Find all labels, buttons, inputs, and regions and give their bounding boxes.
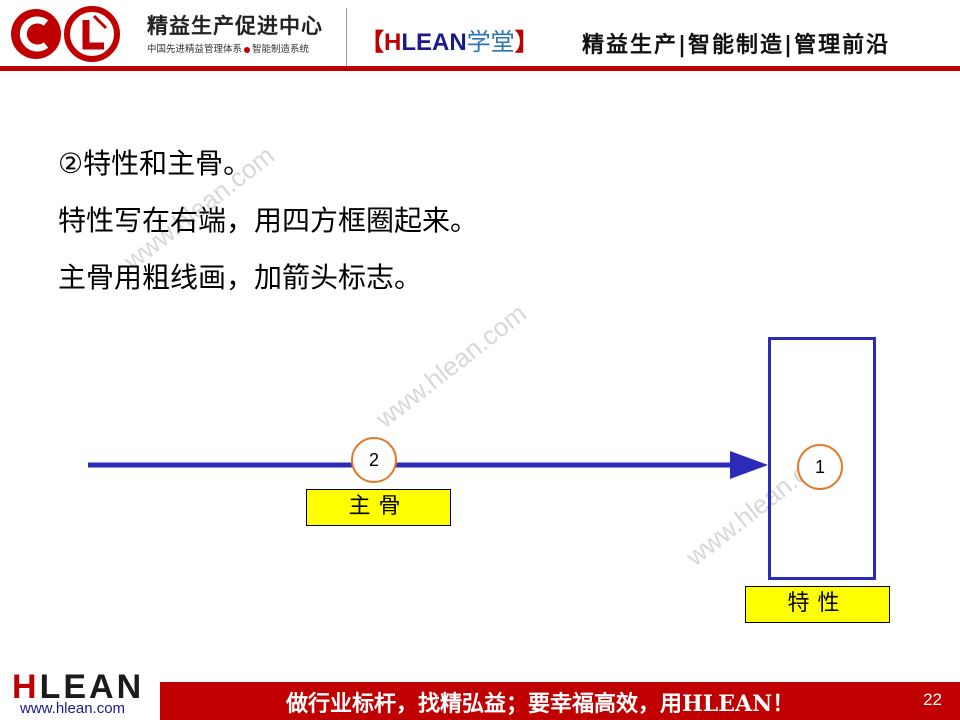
brand-lean: LEAN: [401, 29, 467, 56]
footer-logo: HLEAN: [12, 668, 144, 707]
org-title: 精益生产促进中心: [147, 13, 323, 38]
watermark: www.hlean.com: [370, 297, 532, 434]
org-subtitle: 中国先进精益管理体系智能制造系统: [147, 41, 309, 55]
marker-1-circle: 1: [797, 444, 843, 490]
content-text: ②特性和主骨。 特性写在右端，用四方框圈起来。 主骨用粗线画，加箭头标志。: [58, 135, 478, 306]
header-tagline: 精益生产|智能制造|管理前沿: [582, 33, 891, 58]
slide-header: 精益生产促进中心 中国先进精益管理体系智能制造系统 【HLEAN学堂】 精益生产…: [0, 0, 960, 72]
main-bone-label: 主骨: [306, 489, 451, 526]
effect-label: 特性: [745, 586, 890, 623]
marker-2-circle: 2: [351, 437, 397, 483]
text-line: 特性写在右端，用四方框圈起来。: [58, 204, 479, 237]
brand-close-bracket: 】: [514, 29, 539, 56]
footer-red-bar: [160, 682, 960, 720]
bullet-dot-icon: [244, 46, 251, 53]
page-number: 22: [923, 690, 942, 709]
footer-logo-rest: LEAN: [39, 668, 145, 706]
brand-school: 学堂: [466, 29, 515, 56]
footer-logo-h: H: [12, 668, 40, 706]
center-logo-icon: [11, 6, 120, 62]
text-line: 主骨用粗线画，加箭头标志。: [58, 261, 423, 294]
org-subtitle-right: 智能制造系统: [252, 44, 310, 55]
brand-h: H: [384, 29, 402, 56]
brand-title: 【HLEAN学堂】: [360, 22, 539, 57]
main-bone-arrowhead-icon: [730, 451, 768, 479]
brand-open-bracket: 【: [360, 29, 384, 56]
header-red-bar: [0, 66, 960, 71]
footer-url[interactable]: www.hlean.com: [20, 700, 126, 717]
footer-slogan: 做行业标杆，找精弘益；要幸福高效，用HLEAN！: [286, 691, 795, 717]
effect-box-frame: [768, 337, 876, 580]
header-divider: [346, 8, 347, 66]
org-subtitle-left: 中国先进精益管理体系: [147, 44, 243, 55]
text-line: ②特性和主骨。: [58, 147, 252, 180]
